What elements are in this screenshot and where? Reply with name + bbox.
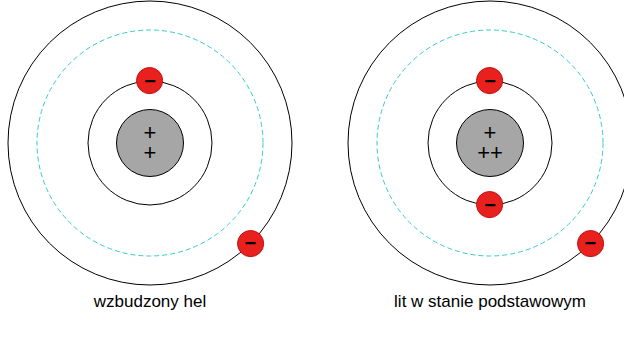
atom-caption: lit w stanie podstawowym: [394, 292, 586, 312]
electron-sign: −: [484, 195, 496, 215]
electron-sign: −: [245, 233, 257, 253]
nucleus-fill: [117, 110, 184, 177]
charge-sign: +: [144, 123, 157, 143]
inner-orbit: [88, 81, 212, 205]
electron-sign: −: [144, 71, 156, 91]
charge-sign: +: [484, 123, 497, 143]
electron-fill: [137, 68, 163, 94]
dashed-orbit: [37, 30, 263, 256]
electron-circle: −: [476, 67, 503, 94]
electron-fill: [477, 192, 503, 218]
nucleus-fill: [457, 110, 524, 177]
charge-sign: +: [144, 143, 157, 163]
nucleus-circle: +++: [456, 109, 524, 177]
electron-circle: −: [577, 230, 604, 257]
electron-fill: [477, 68, 503, 94]
electron-sign: −: [585, 233, 597, 253]
electron-sign: −: [484, 71, 496, 91]
electron-fill: [237, 230, 263, 256]
atom-caption: wzbudzony hel: [94, 292, 206, 312]
electron-fill: [577, 230, 603, 256]
charge-sign: ++: [477, 143, 503, 163]
outer-orbit: [8, 1, 292, 285]
nucleus-circle: ++: [116, 109, 184, 177]
outer-orbit: [348, 1, 624, 285]
electron-circle: −: [476, 191, 503, 218]
dashed-orbit: [377, 30, 603, 256]
electron-circle: −: [136, 67, 163, 94]
inner-orbit: [428, 81, 552, 205]
electron-circle: −: [237, 230, 264, 257]
